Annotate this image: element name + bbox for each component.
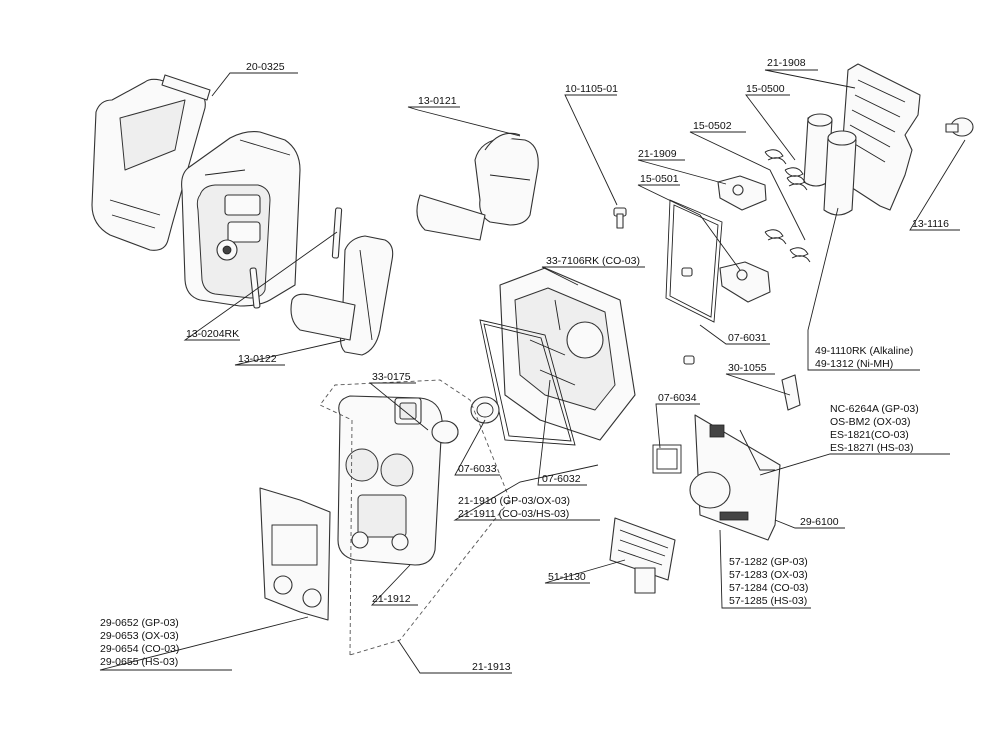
label-21-1910: 21-1910 (GP-03/OX-03): [458, 495, 570, 507]
label-21-1911: 21-1911 (CO-03/HS-03): [458, 508, 569, 520]
label-21-1912: 21-1912: [372, 593, 411, 605]
label-33-0175: 33-0175: [372, 371, 411, 383]
label-07-6031: 07-6031: [728, 332, 767, 344]
battery-door-part: [839, 63, 921, 211]
label-nc-6264a: NC-6264A (GP-03): [830, 403, 919, 415]
gasket-part: [665, 199, 723, 323]
label-29-0655: 29-0655 (HS-03): [100, 656, 178, 668]
label-57-1285: 57-1285 (HS-03): [729, 595, 807, 607]
label-57-1282: 57-1282 (GP-03): [729, 556, 808, 568]
display-part: [609, 517, 676, 594]
label-21-1908: 21-1908: [767, 57, 806, 69]
rubber-boot-part: [91, 74, 211, 251]
label-13-1116: 13-1116: [912, 218, 949, 230]
lens-part: [431, 420, 459, 444]
label-57-1283: 57-1283 (OX-03): [729, 569, 808, 581]
screw-part: [613, 207, 627, 229]
label-49-1110rk: 49-1110RK (Alkaline): [815, 345, 913, 357]
pin-part: [249, 207, 343, 309]
spring-part: [764, 149, 811, 263]
contact-plate-part: [717, 175, 771, 303]
label-15-0501: 15-0501: [640, 173, 679, 185]
label-15-0500: 15-0500: [746, 83, 785, 95]
small-screw-part: [681, 267, 801, 411]
label-07-6033: 07-6033: [458, 463, 497, 475]
label-21-1913: 21-1913: [472, 661, 511, 673]
label-sheet-part: [259, 487, 331, 621]
instrument-body-part: [181, 131, 301, 307]
label-20-0325: 20-0325: [246, 61, 285, 73]
label-13-0122: 13-0122: [238, 353, 277, 365]
label-29-0654: 29-0654 (CO-03): [100, 643, 179, 655]
sensor-seal-part: [652, 444, 682, 474]
front-cover-part: [337, 395, 443, 566]
label-21-1909: 21-1909: [638, 148, 677, 160]
part-labels: 20-0325 13-0121 10-1105-01 21-1908 15-05…: [100, 57, 949, 673]
battery-part: [803, 113, 857, 216]
assembly-outline: [319, 379, 511, 656]
circuit-board-part: [689, 414, 781, 541]
center-housing-part: [499, 267, 636, 441]
label-33-7106rk: 33-7106RK (CO-03): [546, 255, 640, 267]
belt-clip-part: [290, 235, 394, 356]
label-29-6100: 29-6100: [800, 516, 839, 528]
label-29-0652: 29-0652 (GP-03): [100, 617, 179, 629]
label-29-0653: 29-0653 (OX-03): [100, 630, 179, 642]
label-15-0502: 15-0502: [693, 120, 732, 132]
label-os-bm2: OS-BM2 (OX-03): [830, 416, 911, 428]
label-10-1105-01: 10-1105-01: [565, 83, 618, 95]
label-49-1312: 49-1312 (Ni-MH): [815, 358, 893, 370]
label-57-1284: 57-1284 (CO-03): [729, 582, 808, 594]
label-es-1821: ES-1821(CO-03): [830, 429, 909, 441]
label-es-1827i: ES-1827I (HS-03): [830, 442, 913, 454]
label-07-6034: 07-6034: [658, 392, 697, 404]
knob-part: [945, 117, 974, 137]
label-13-0204rk: 13-0204RK: [186, 328, 239, 340]
leader-lines: [99, 69, 966, 674]
label-51-1130: 51-1130: [548, 571, 586, 583]
label-13-0121: 13-0121: [418, 95, 457, 107]
label-30-1055: 30-1055: [728, 362, 767, 374]
clip-part: [416, 132, 539, 241]
label-07-6032: 07-6032: [542, 473, 581, 485]
